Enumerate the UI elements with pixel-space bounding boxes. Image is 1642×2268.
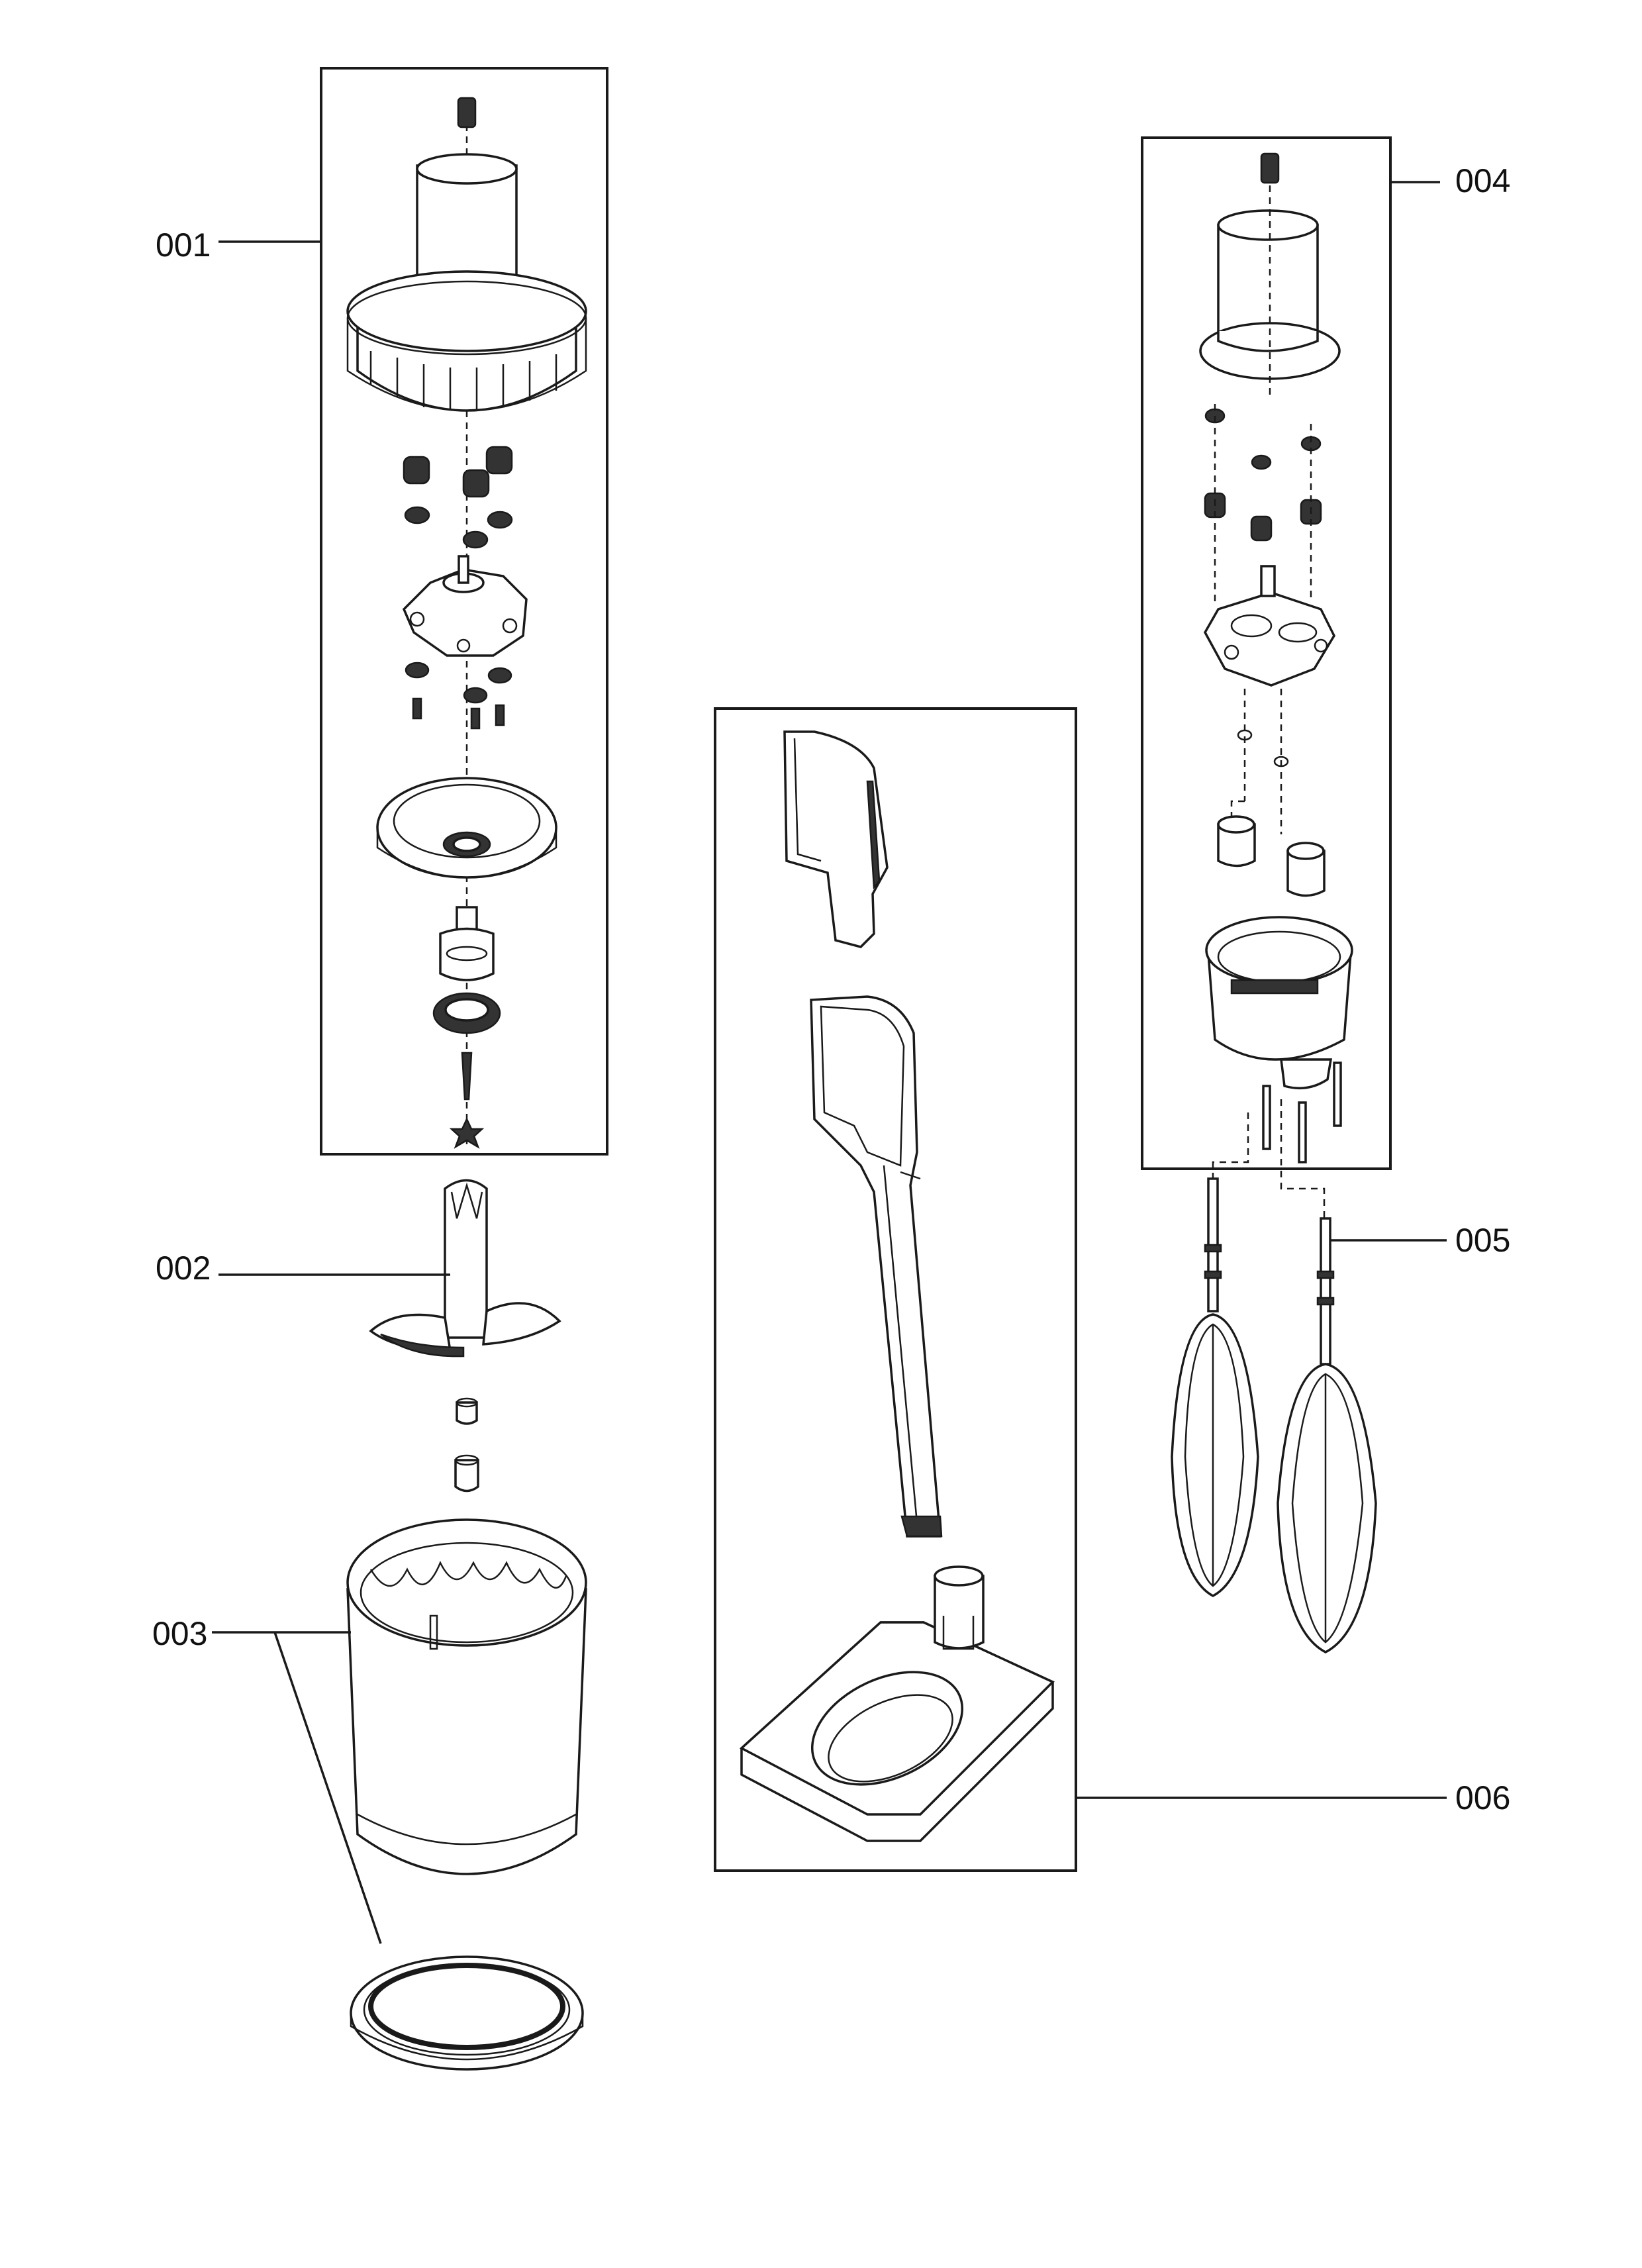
callout-002: 002 (156, 1250, 211, 1287)
bowl-003 (346, 1518, 587, 1875)
chopper-lid (346, 153, 587, 412)
mixer-cup-004 (1205, 916, 1353, 1090)
coupling-001 (439, 906, 495, 981)
top-screw-004 (1260, 152, 1280, 184)
callout-005: 005 (1455, 1222, 1511, 1259)
gear-housing-004 (1203, 565, 1335, 687)
lower-screws-001 (405, 662, 512, 730)
handle-cap (783, 730, 889, 948)
stand-column (810, 995, 943, 1538)
spacers-003 (454, 1397, 479, 1493)
gear-housing-001 (402, 555, 528, 657)
pin-star-001 (449, 1052, 485, 1149)
callout-004: 004 (1455, 162, 1511, 199)
stand-base (739, 1565, 1055, 1842)
seal-ring-001 (432, 992, 501, 1034)
nuts-washers-001 (403, 446, 513, 549)
small-washers-004 (1230, 689, 1289, 834)
bottom-plate-001 (376, 777, 557, 879)
beater-left (1171, 1177, 1259, 1597)
leader-003 (212, 1631, 382, 1944)
top-screw-001 (457, 97, 477, 128)
callout-006: 006 (1455, 1779, 1511, 1816)
group-001-frame (320, 67, 608, 1156)
group-001 (320, 67, 608, 1156)
leader-lines (212, 181, 1447, 1944)
callout-003: 003 (152, 1615, 208, 1652)
screws-004 (1262, 1061, 1342, 1163)
group-006-frame (714, 707, 1077, 1872)
mixer-collar (1199, 185, 1341, 397)
nuts-washers-004 (1204, 404, 1322, 603)
group-004 (1141, 136, 1392, 1170)
callout-001: 001 (156, 226, 211, 264)
bushings-004 (1217, 815, 1326, 897)
group-006 (714, 707, 1077, 1872)
group-004-frame (1141, 136, 1392, 1170)
blade-002 (369, 1179, 561, 1357)
beaters-005 (1171, 1099, 1377, 1653)
bowl-base-ring-003 (350, 1955, 584, 2071)
beater-right (1277, 1217, 1377, 1653)
